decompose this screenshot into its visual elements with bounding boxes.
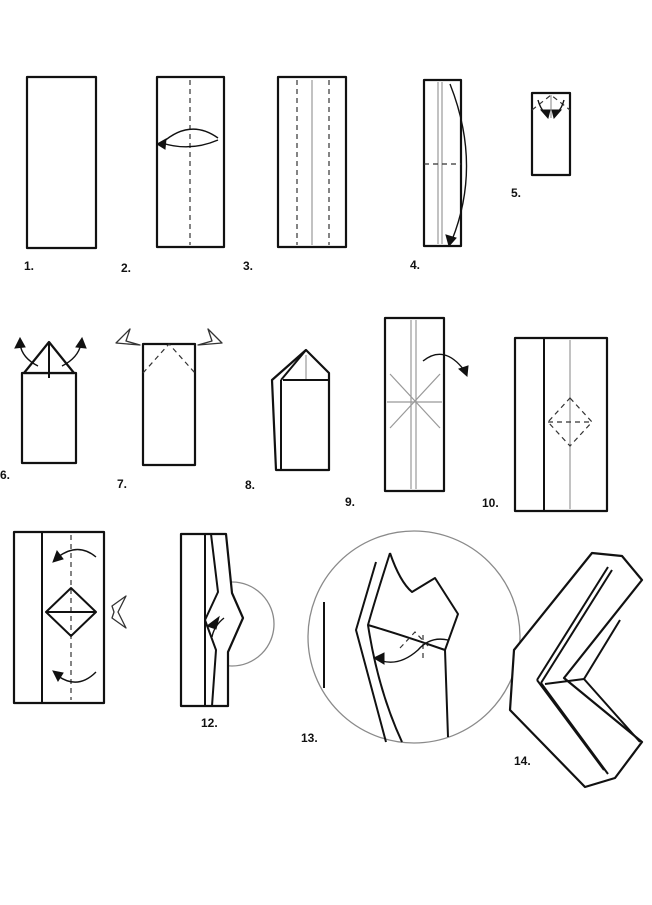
arrow-head-icon xyxy=(445,234,457,248)
layer-edge xyxy=(204,533,219,707)
zoom-circle xyxy=(307,530,521,744)
crease-line xyxy=(389,373,441,429)
fold-arrow xyxy=(57,548,97,558)
layer-edge xyxy=(280,349,307,381)
valley-fold-line xyxy=(142,343,196,374)
square-flap xyxy=(45,587,97,637)
fold-arrow xyxy=(161,128,219,144)
step-label: 1. xyxy=(24,259,34,273)
step-label: 9. xyxy=(345,495,355,509)
step-label: 4. xyxy=(410,258,420,272)
folded-model xyxy=(179,532,245,708)
step-label: 14. xyxy=(514,754,531,768)
step-6: 6. xyxy=(0,336,87,482)
layer-edge xyxy=(583,619,621,680)
push-arrow-icon xyxy=(115,328,141,346)
arrow-head-icon xyxy=(372,652,385,665)
layer-edge xyxy=(389,552,459,738)
finished-model xyxy=(508,551,644,789)
paper-sheet xyxy=(20,371,78,465)
step-2: 2. xyxy=(121,75,226,275)
push-arrow-icon xyxy=(197,328,223,346)
step-5: 5. xyxy=(511,91,572,200)
step-12: 12. xyxy=(179,532,275,730)
step-10: 10. xyxy=(482,336,609,513)
arrow-head-icon xyxy=(156,138,167,150)
paper-sheet xyxy=(141,342,197,467)
step-11 xyxy=(12,530,127,705)
fold-arrow xyxy=(57,671,97,683)
paper-sheet xyxy=(513,336,609,513)
step-8: 8. xyxy=(245,348,331,492)
valley-fold-line xyxy=(531,94,571,111)
layer-edge xyxy=(367,624,446,651)
fold-arrow xyxy=(381,638,449,663)
arrow-head-icon xyxy=(52,670,64,683)
layer-edge xyxy=(540,569,613,684)
layer-edge xyxy=(355,561,387,743)
step-4: 4. xyxy=(410,78,468,272)
arrow-head-icon xyxy=(539,109,551,120)
step-label: 10. xyxy=(482,496,499,510)
arrow-head-icon xyxy=(458,365,469,378)
arrow-head-icon xyxy=(551,109,563,120)
step-label: 13. xyxy=(301,731,318,745)
step-14: 14. xyxy=(508,551,644,789)
step-label: 2. xyxy=(121,261,131,275)
layer-edge xyxy=(367,552,403,743)
layer-edge xyxy=(540,682,609,775)
paper-sheet xyxy=(25,75,98,250)
step-label: 12. xyxy=(201,716,218,730)
layer-edge xyxy=(536,566,609,681)
fold-arrow xyxy=(449,83,468,241)
step-label: 8. xyxy=(245,478,255,492)
step-7: 7. xyxy=(115,328,223,491)
step-label: 6. xyxy=(0,468,10,482)
step-label: 3. xyxy=(243,259,253,273)
step-label: 5. xyxy=(511,186,521,200)
step-9: 9. xyxy=(345,316,469,509)
step-label: 7. xyxy=(117,477,127,491)
step-3: 3. xyxy=(243,75,348,273)
arrow-head-icon xyxy=(52,549,64,563)
push-arrow-icon xyxy=(111,595,127,629)
step-1: 1. xyxy=(24,75,98,273)
paper-sheet xyxy=(383,316,446,493)
fold-arrow xyxy=(422,353,465,371)
arrow-head-icon xyxy=(75,336,87,349)
arrow-head-icon xyxy=(205,615,220,630)
fold-arrow-return xyxy=(161,139,219,148)
arrow-head-icon xyxy=(14,336,26,349)
valley-fold-line xyxy=(399,631,431,649)
step-13: 13. xyxy=(301,530,521,745)
square-fold-line xyxy=(547,397,593,447)
